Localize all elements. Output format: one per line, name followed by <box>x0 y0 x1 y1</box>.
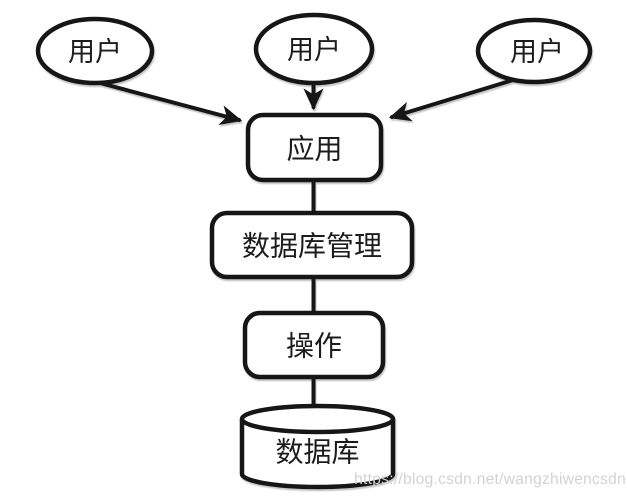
user-right-label: 用户 <box>510 37 564 67</box>
operation-box <box>242 310 386 380</box>
application-box <box>245 112 384 183</box>
application-label: 应用 <box>286 134 342 165</box>
user-right-ellipse <box>475 17 593 85</box>
database-cylinder-top <box>239 403 396 435</box>
operation-label: 操作 <box>286 331 342 362</box>
user-center-ellipse <box>253 12 375 86</box>
arrow-user-right-to-application <box>388 78 515 122</box>
user-left-label: 用户 <box>68 37 122 67</box>
arrow-user-left-to-application <box>98 81 243 125</box>
watermark: https://blog.csdn.net/wangzhiwencsdn <box>354 471 626 488</box>
dbms-box <box>209 210 415 280</box>
database-cylinder-body <box>239 419 396 490</box>
database-label: 数据库 <box>275 437 359 468</box>
dbms-label: 数据库管理 <box>242 231 382 262</box>
user-center-label: 用户 <box>287 35 341 65</box>
user-left-ellipse <box>35 16 155 86</box>
